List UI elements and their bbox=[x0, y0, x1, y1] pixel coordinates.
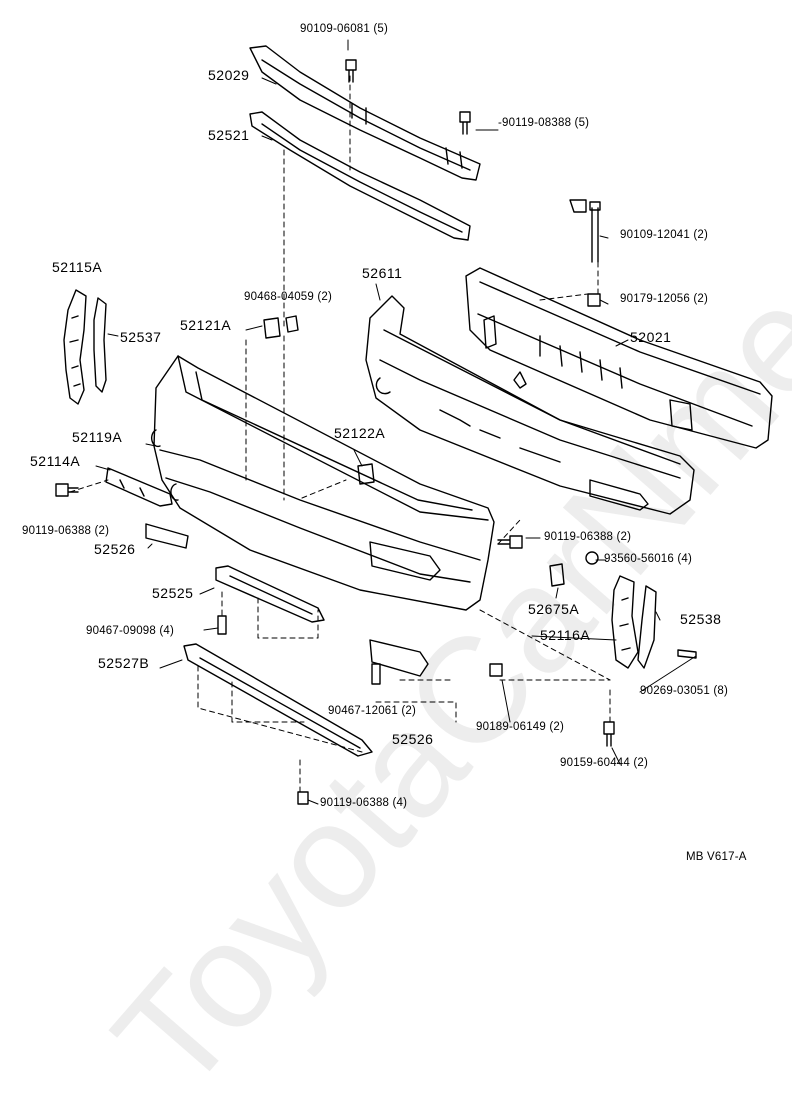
label-52021: 52021 bbox=[630, 329, 672, 345]
label-52526-left: 52526 bbox=[94, 541, 136, 557]
label-52675A: 52675A bbox=[528, 601, 580, 617]
clip-90468-drawing bbox=[285, 315, 299, 333]
label-52121A: 52121A bbox=[180, 317, 232, 333]
label-90179-12056: 90179-12056 (2) bbox=[620, 293, 709, 305]
label-93560-56016: 93560-56016 (4) bbox=[604, 553, 693, 565]
part-52119A-drawing bbox=[151, 355, 495, 611]
bolt-90109-12041-drawing bbox=[569, 199, 601, 263]
label-52029: 52029 bbox=[208, 67, 250, 83]
label-90109-12041: 90109-12041 (2) bbox=[620, 229, 709, 241]
label-52525: 52525 bbox=[152, 585, 194, 601]
part-52527B-drawing bbox=[183, 643, 373, 757]
part-52675A-drawing bbox=[549, 563, 565, 587]
part-52114A-drawing bbox=[105, 467, 173, 507]
nut-93560-glyph bbox=[585, 551, 599, 565]
part-52526-left-drawing bbox=[145, 523, 189, 549]
label-90119-08388: -90119-08388 (5) bbox=[498, 117, 590, 129]
label-52527B: 52527B bbox=[98, 655, 150, 671]
label-52538: 52538 bbox=[680, 611, 722, 627]
part-52021-drawing bbox=[465, 267, 773, 449]
part-52611-drawing bbox=[365, 295, 695, 515]
part-52116A-drawing bbox=[611, 575, 639, 669]
label-90119-06388-right: 90119-06388 (2) bbox=[544, 531, 632, 543]
label-52114A: 52114A bbox=[30, 453, 81, 469]
label-90109-06081: 90109-06081 (5) bbox=[300, 23, 389, 35]
label-52521: 52521 bbox=[208, 127, 250, 143]
label-52115A: 52115A bbox=[52, 259, 103, 275]
label-52122A: 52122A bbox=[334, 425, 386, 441]
label-52116A: 52116A bbox=[540, 627, 591, 643]
part-52122A-drawing bbox=[357, 463, 375, 485]
part-52537-drawing bbox=[93, 297, 107, 393]
label-52119A: 52119A bbox=[72, 429, 123, 445]
assembly-lines bbox=[69, 75, 611, 793]
part-52115A-drawing bbox=[63, 289, 87, 405]
label-90119-06388-left: 90119-06388 (2) bbox=[22, 525, 110, 537]
part-52029-drawing bbox=[249, 45, 481, 181]
label-52611: 52611 bbox=[362, 265, 403, 281]
label-90467-09098: 90467-09098 (4) bbox=[86, 625, 175, 637]
part-52121A-drawing bbox=[263, 317, 281, 339]
diagram-code: MB V617-A bbox=[686, 851, 747, 863]
part-52538-drawing bbox=[637, 585, 657, 669]
label-52537: 52537 bbox=[120, 329, 162, 345]
label-90119-06388-bottom: 90119-06388 (4) bbox=[320, 797, 408, 809]
part-52525-drawing bbox=[215, 565, 325, 623]
label-90467-12061: 90467-12061 (2) bbox=[328, 705, 417, 717]
label-52526-right: 52526 bbox=[392, 731, 434, 747]
label-90468-04059: 90468-04059 (2) bbox=[244, 291, 333, 303]
label-90159-60444: 90159-60444 (2) bbox=[560, 757, 649, 769]
leader-lines bbox=[95, 39, 697, 805]
label-90189-06149: 90189-06149 (2) bbox=[476, 721, 565, 733]
part-52526-right-drawing bbox=[369, 639, 429, 677]
part-52521-drawing bbox=[249, 111, 471, 241]
label-90269-03051: 90269-03051 (8) bbox=[640, 685, 729, 697]
